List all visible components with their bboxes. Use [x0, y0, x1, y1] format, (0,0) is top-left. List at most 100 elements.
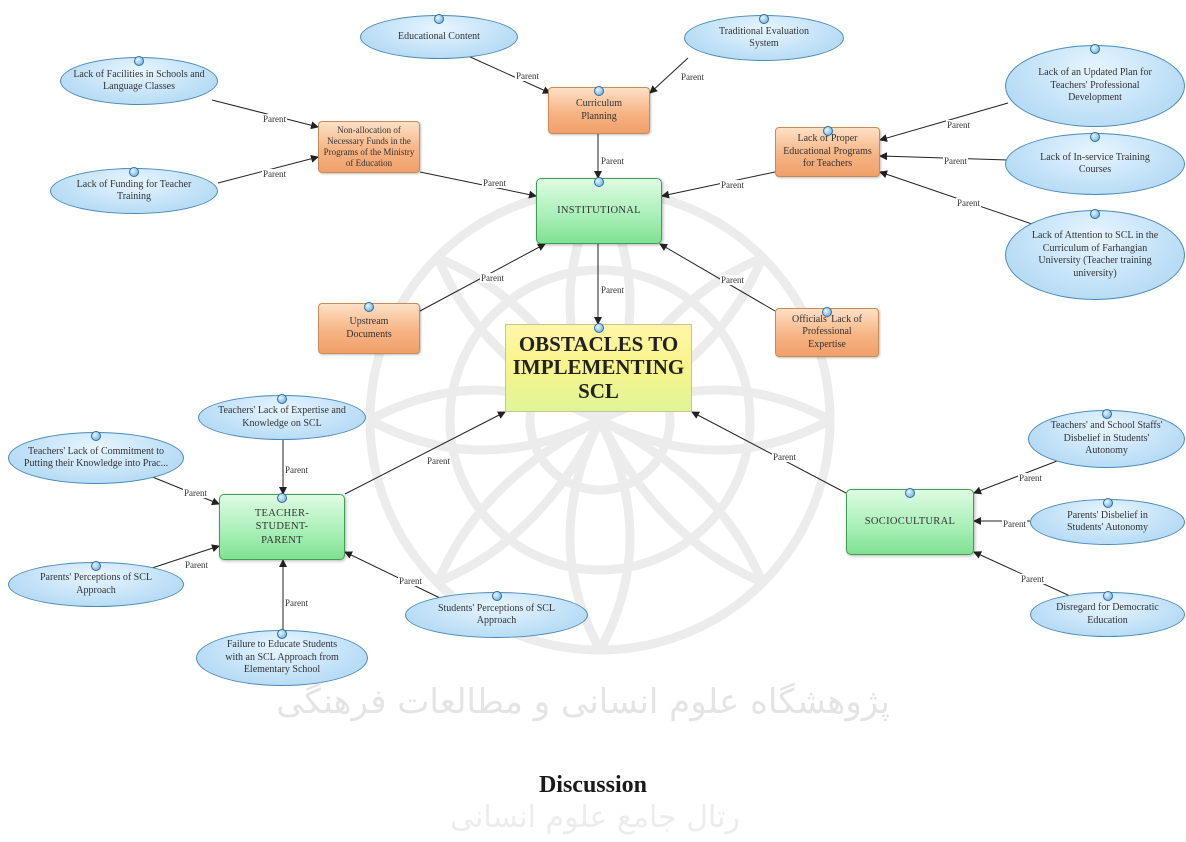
connector-handle[interactable] — [277, 629, 287, 639]
connector-handle[interactable] — [91, 431, 101, 441]
node-parents-perceptions[interactable]: Parents' Perceptions of SCL Approach — [8, 561, 184, 607]
connector-handle[interactable] — [129, 167, 139, 177]
edge-funds-institutional — [419, 171, 537, 199]
edge-label: Parent — [720, 180, 745, 190]
edge-label: Parent — [1020, 574, 1045, 584]
edge-label: Parent — [426, 456, 451, 466]
edge-traditional-evaluation — [649, 57, 689, 94]
node-label: TEACHER-STUDENT-PARENT — [254, 508, 310, 546]
watermark-text-line1: پژوهشگاه علوم انسانی و مطالعات فرهنگی — [276, 682, 890, 722]
node-label: Educational Content — [398, 30, 480, 42]
node-label: Curriculum Planning — [575, 98, 623, 122]
edge-label: Parent — [183, 488, 208, 498]
connector-handle[interactable] — [91, 561, 101, 571]
node-parents-disbelief[interactable]: Parents' Disbelief in Students' Autonomy — [1030, 498, 1185, 545]
edge-label: Parent — [1002, 519, 1027, 529]
connector-handle[interactable] — [822, 307, 832, 317]
discussion-heading: Discussion — [538, 772, 648, 798]
edge-label: Parent — [184, 560, 209, 570]
edge-label: Parent — [284, 598, 309, 608]
edge-lack-facilities — [211, 99, 319, 130]
node-sociocultural[interactable]: SOCIOCULTURAL — [846, 488, 974, 555]
connector-handle[interactable] — [905, 488, 915, 498]
node-central-obstacles[interactable]: OBSTACLES TO IMPLEMENTING SCL — [505, 323, 692, 412]
edge-students-perceptions — [344, 551, 441, 599]
node-attention-scl-farhangian[interactable]: Lack of Attention to SCL in the Curricul… — [1005, 209, 1185, 300]
central-label: OBSTACLES TO IMPLEMENTING SCL — [512, 331, 685, 403]
edge-tsp-central — [344, 411, 506, 495]
node-teachers-expertise-scl[interactable]: Teachers' Lack of Expertise and Knowledg… — [198, 394, 366, 440]
node-curriculum-planning[interactable]: Curriculum Planning — [548, 86, 650, 134]
node-label: Failure to Educate Students with an SCL … — [225, 639, 339, 676]
connector-handle[interactable] — [277, 394, 287, 404]
connector-handle[interactable] — [1102, 498, 1113, 508]
node-lack-facilities[interactable]: Lack of Facilities in Schools and Langua… — [60, 56, 218, 105]
node-institutional[interactable]: INSTITUTIONAL — [536, 177, 662, 244]
connector-handle[interactable] — [491, 591, 502, 601]
edge-label: Parent — [480, 273, 505, 283]
node-failure-educate-students[interactable]: Failure to Educate Students with an SCL … — [196, 629, 368, 686]
connector-handle[interactable] — [1101, 409, 1112, 419]
edge-label: Parent — [956, 198, 981, 208]
node-students-perceptions[interactable]: Students' Perceptions of SCL Approach — [405, 591, 588, 638]
node-label: Teachers' and School Staffs' Disbelief i… — [1050, 420, 1163, 457]
edge-label: Parent — [680, 72, 705, 82]
node-label: Students' Perceptions of SCL Approach — [437, 602, 556, 627]
connector-handle[interactable] — [364, 302, 374, 312]
connector-handle[interactable] — [134, 56, 144, 66]
node-officials-expertise[interactable]: Officials' Lack of Professional Expertis… — [775, 307, 879, 357]
connector-handle[interactable] — [434, 14, 444, 24]
connector-handle[interactable] — [1090, 209, 1100, 219]
edge-label: Parent — [482, 178, 507, 188]
connector-handle[interactable] — [1090, 44, 1100, 54]
edge-label: Parent — [943, 156, 968, 166]
connector-handle[interactable] — [277, 493, 287, 503]
node-lack-funding-training[interactable]: Lack of Funding for Teacher Training — [50, 167, 218, 214]
node-teachers-commitment[interactable]: Teachers' Lack of Commitment to Putting … — [8, 431, 184, 484]
node-label: Parents' Disbelief in Students' Autonomy — [1067, 509, 1148, 534]
edge-label: Parent — [262, 114, 287, 124]
edge-socio-central — [691, 411, 847, 494]
connector-handle[interactable] — [594, 86, 604, 96]
connector-handle[interactable] — [1102, 591, 1113, 601]
node-label: Lack of Funding for Teacher Training — [76, 178, 192, 203]
connector-handle[interactable] — [1090, 132, 1100, 142]
node-democratic-education[interactable]: Disregard for Democratic Education — [1030, 591, 1185, 637]
edge-label: Parent — [600, 285, 625, 295]
edge-label: Parent — [600, 156, 625, 166]
watermark-text-line2: رتال جامع علوم انسانی — [450, 800, 740, 835]
node-label: Non-allocation of Necessary Funds in the… — [323, 124, 415, 169]
node-upstream-documents[interactable]: Upstream Documents — [318, 302, 420, 354]
connector-handle[interactable] — [822, 126, 833, 136]
node-lack-educational-programs[interactable]: Lack of Proper Educational Programs for … — [775, 126, 880, 177]
edge-label: Parent — [946, 120, 971, 130]
node-label: SOCIOCULTURAL — [864, 516, 956, 528]
node-label: Parents' Perceptions of SCL Approach — [39, 572, 153, 596]
node-label: Lack of an Updated Plan for Teachers' Pr… — [1038, 67, 1152, 104]
node-updated-plan[interactable]: Lack of an Updated Plan for Teachers' Pr… — [1005, 44, 1185, 127]
node-label: INSTITUTIONAL — [557, 205, 641, 217]
node-label: Lack of Facilities in Schools and Langua… — [73, 68, 205, 93]
node-staff-disbelief[interactable]: Teachers' and School Staffs' Disbelief i… — [1028, 409, 1185, 468]
node-non-allocation-funds[interactable]: Non-allocation of Necessary Funds in the… — [318, 121, 420, 173]
node-label: Lack of Attention to SCL in the Curricul… — [1031, 230, 1159, 279]
node-teacher-student-parent[interactable]: TEACHER-STUDENT-PARENT — [219, 493, 345, 560]
node-label: Upstream Documents — [346, 316, 392, 340]
node-traditional-evaluation[interactable]: Traditional Evaluation System — [684, 14, 844, 61]
node-label: Teachers' Lack of Expertise and Knowledg… — [218, 405, 346, 429]
edge-label: Parent — [515, 71, 540, 81]
edge-parents-perceptions — [151, 544, 220, 569]
node-inservice-training[interactable]: Lack of In-service Training Courses — [1005, 132, 1185, 195]
edge-programs-institutional — [661, 171, 776, 199]
edge-label: Parent — [284, 465, 309, 475]
node-educational-content[interactable]: Educational Content — [360, 14, 518, 59]
node-label: Disregard for Democratic Education — [1056, 602, 1159, 626]
connector-handle[interactable] — [593, 323, 604, 333]
connector-handle[interactable] — [594, 177, 604, 187]
node-label: Teachers' Lack of Commitment to Putting … — [23, 445, 169, 470]
connector-handle[interactable] — [759, 14, 769, 24]
node-label: Lack of In-service Training Courses — [1040, 151, 1150, 176]
edge-label: Parent — [398, 576, 423, 586]
edge-label: Parent — [720, 275, 745, 285]
